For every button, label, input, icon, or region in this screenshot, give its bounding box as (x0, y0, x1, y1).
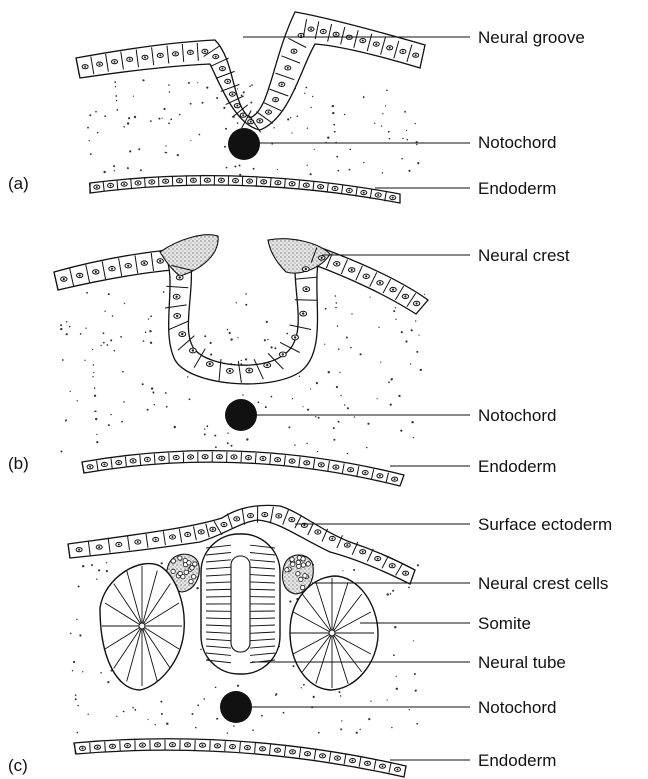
panel-label-b: (b) (8, 454, 29, 473)
label-endoderm-b: Endoderm (478, 457, 556, 476)
label-neural-crest: Neural crest (478, 246, 570, 265)
label-endoderm-a: Endoderm (478, 179, 556, 198)
label-neural-tube: Neural tube (478, 653, 566, 672)
neural-tube (201, 534, 280, 674)
neural-groove-ectoderm-a (76, 12, 425, 132)
notochord-b (225, 399, 257, 431)
label-neural-groove: Neural groove (478, 28, 585, 47)
label-somite: Somite (478, 614, 531, 633)
label-notochord-c: Notochord (478, 698, 556, 717)
endoderm-c (74, 739, 406, 777)
panel-c: Surface ectoderm Neural crest cells Somi… (8, 505, 612, 777)
label-notochord-b: Notochord (478, 406, 556, 425)
panel-label-c: (c) (8, 756, 28, 775)
neural-fold-ectoderm-b (54, 235, 428, 384)
label-endoderm-c: Endoderm (478, 751, 556, 770)
notochord-a (228, 128, 260, 160)
label-notochord-a: Notochord (478, 133, 556, 152)
somite-right (290, 576, 378, 690)
panel-label-a: (a) (8, 174, 29, 193)
notochord-c (220, 691, 252, 723)
endoderm-a (89, 175, 400, 203)
panel-b: Neural crest Notochord Endoderm (b) (8, 235, 570, 486)
endoderm-b (82, 451, 404, 486)
label-neural-crest-cells: Neural crest cells (478, 574, 608, 593)
panel-a: Neural groove Notochord Endoderm (a) (8, 12, 585, 203)
label-surface-ectoderm: Surface ectoderm (478, 515, 612, 534)
somite-left (100, 564, 184, 690)
